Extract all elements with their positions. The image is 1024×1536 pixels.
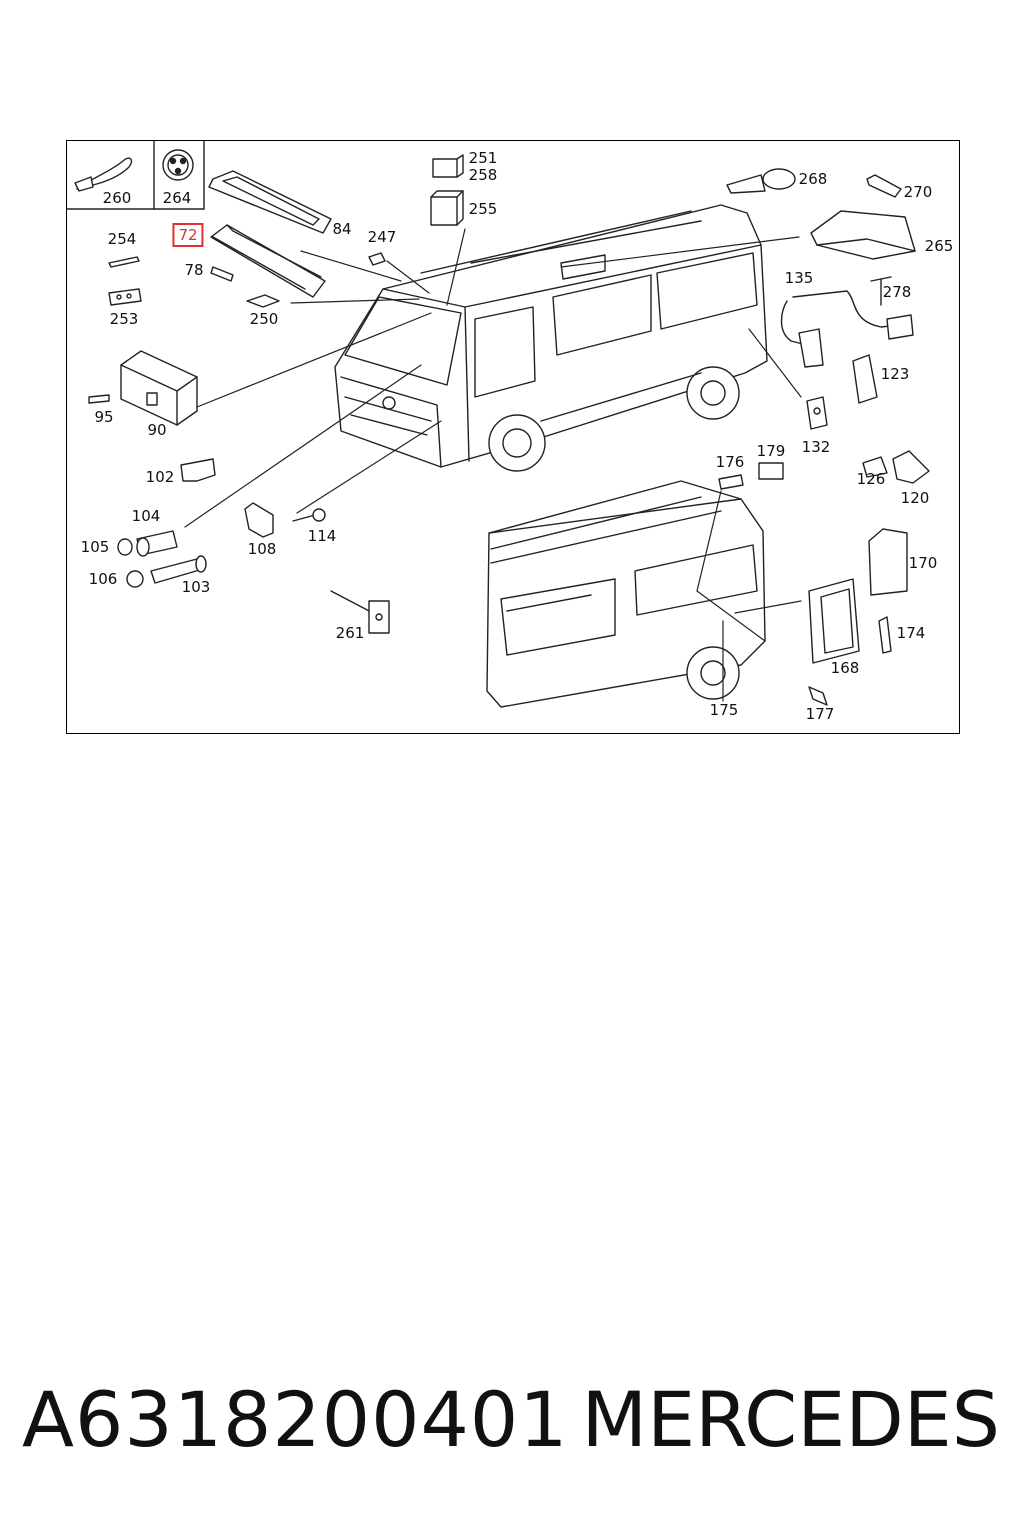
part-label-72-highlighted[interactable]: 72 — [172, 223, 204, 247]
part-label-264[interactable]: 264 — [162, 189, 192, 207]
lighter-parts-icon — [117, 530, 207, 588]
small-connector-icons — [108, 252, 386, 308]
part-label-104[interactable]: 104 — [131, 507, 161, 525]
part-label-261[interactable]: 261 — [335, 624, 365, 642]
relay-icons — [430, 154, 464, 226]
rear-side-parts-icons — [718, 450, 930, 706]
cable-tie-icon — [74, 157, 133, 192]
harness-switch-icons — [780, 276, 914, 430]
part-label-84[interactable]: 84 — [332, 220, 352, 238]
part-label-78[interactable]: 78 — [184, 261, 204, 279]
part-number: A6318200401 — [22, 1375, 569, 1464]
dome-lamp-icon — [810, 210, 916, 260]
van-front-view — [334, 204, 768, 472]
switch-unit-icon — [88, 350, 198, 426]
leader-lines — [184, 228, 802, 702]
part-label-268[interactable]: 268 — [798, 170, 828, 188]
bolt-icon — [330, 590, 390, 634]
part-label-126[interactable]: 126 — [856, 470, 886, 488]
part-label-106[interactable]: 106 — [88, 570, 118, 588]
part-label-258[interactable]: 258 — [468, 166, 498, 184]
part-label-265[interactable]: 265 — [924, 237, 954, 255]
part-label-251[interactable]: 251 — [468, 149, 498, 167]
inset-box — [67, 141, 205, 210]
part-label-253[interactable]: 253 — [109, 310, 139, 328]
key-bulb-icons — [726, 168, 902, 198]
part-label-179[interactable]: 179 — [756, 442, 786, 460]
part-label-123[interactable]: 123 — [880, 365, 910, 383]
grommet-icon — [162, 149, 194, 181]
part-label-174[interactable]: 174 — [896, 624, 926, 642]
part-label-250[interactable]: 250 — [249, 310, 279, 328]
part-label-255[interactable]: 255 — [468, 200, 498, 218]
part-label-95[interactable]: 95 — [94, 408, 114, 426]
part-label-176[interactable]: 176 — [715, 453, 745, 471]
part-footer: A6318200401 MERCEDES — [0, 1376, 1024, 1466]
part-label-278[interactable]: 278 — [882, 283, 912, 301]
interior-lamp-icon — [210, 224, 326, 298]
part-label-114[interactable]: 114 — [307, 527, 337, 545]
part-label-103[interactable]: 103 — [181, 578, 211, 596]
part-label-105[interactable]: 105 — [80, 538, 110, 556]
part-label-132[interactable]: 132 — [801, 438, 831, 456]
part-label-247[interactable]: 247 — [367, 228, 397, 246]
van-rear-view — [486, 480, 766, 708]
plug-icon — [180, 458, 216, 482]
part-label-168[interactable]: 168 — [830, 659, 860, 677]
part-label-270[interactable]: 270 — [903, 183, 933, 201]
brand-name: MERCEDES — [581, 1375, 1000, 1464]
parts-diagram: 260 264 84 72 78 254 253 250 247 251 258… — [66, 140, 960, 734]
part-label-260[interactable]: 260 — [102, 189, 132, 207]
part-label-108[interactable]: 108 — [247, 540, 277, 558]
part-label-120[interactable]: 120 — [900, 489, 930, 507]
bulb-icon — [210, 266, 234, 282]
part-label-102[interactable]: 102 — [145, 468, 175, 486]
part-label-175[interactable]: 175 — [709, 701, 739, 719]
part-label-177[interactable]: 177 — [805, 705, 835, 723]
parts-diagram-drawing — [67, 141, 930, 708]
part-label-90[interactable]: 90 — [147, 421, 167, 439]
part-label-254[interactable]: 254 — [107, 230, 137, 248]
part-label-135[interactable]: 135 — [784, 269, 814, 287]
bracket-screw-icon — [244, 502, 326, 538]
lamp-lens-icon — [208, 170, 332, 234]
part-label-170[interactable]: 170 — [908, 554, 938, 572]
